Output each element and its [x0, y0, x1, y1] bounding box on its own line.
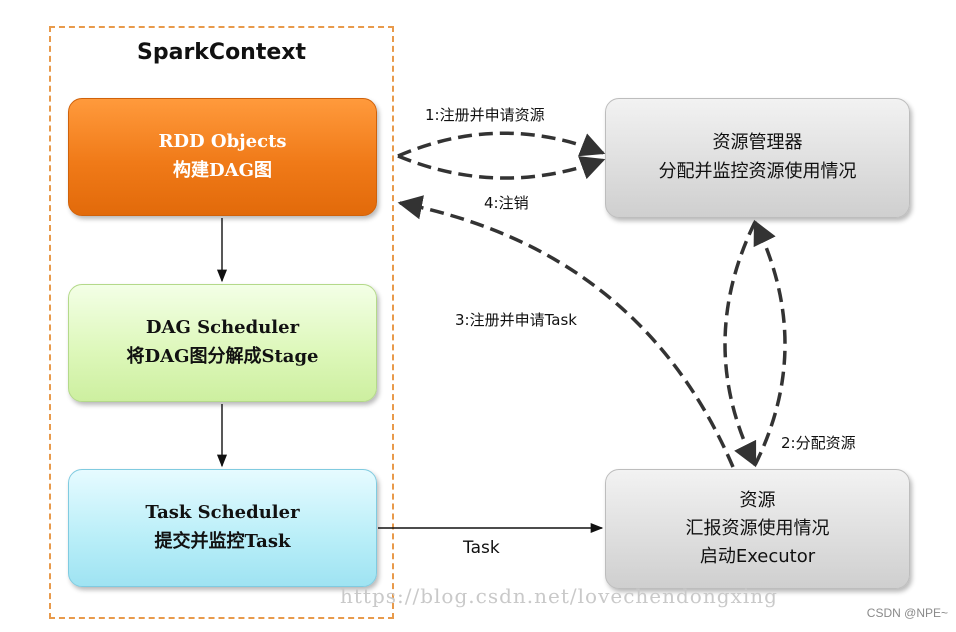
dag-scheduler-desc: 将DAG图分解成Stage [126, 346, 319, 367]
spark-context-frame [49, 26, 394, 619]
resource-box: 资源 汇报资源使用情况 启动Executor [605, 469, 910, 589]
task-scheduler-title: Task Scheduler [145, 502, 300, 524]
register-resource-label: 1:注册并申请资源 [425, 106, 545, 124]
rdd-objects-desc: 构建DAG图 [173, 160, 272, 181]
resource-title: 资源 [739, 490, 776, 512]
allocate-up-arrow [753, 219, 787, 466]
resource-report: 汇报资源使用情况 [685, 518, 830, 540]
dag-scheduler-box: DAG Scheduler 将DAG图分解成Stage [68, 284, 377, 402]
csdn-credit: CSDN @NPE~ [866, 606, 948, 620]
dag-scheduler-title: DAG Scheduler [145, 317, 300, 339]
register-task-label: 3:注册并申请Task [455, 311, 577, 329]
register-task-arrow [397, 195, 735, 468]
deregister-label: 4:注销 [484, 194, 529, 212]
spark-context-title: SparkContext [137, 40, 306, 65]
allocate-down-arrow [723, 221, 757, 468]
task-scheduler-desc: 提交并监控Task [154, 531, 291, 552]
resource-manager-box: 资源管理器 分配并监控资源使用情况 [605, 98, 910, 218]
task-scheduler-box: Task Scheduler 提交并监控Task [68, 469, 377, 587]
allocate-resource-label: 2:分配资源 [781, 434, 856, 452]
rdd-objects-title: RDD Objects [158, 131, 287, 153]
rdd-objects-box: RDD Objects 构建DAG图 [68, 98, 377, 216]
deregister-arrow [397, 154, 606, 180]
resource-manager-title: 资源管理器 [712, 132, 803, 154]
resource-manager-desc: 分配并监控资源使用情况 [658, 161, 857, 182]
register-resource-arrow [397, 131, 606, 158]
watermark: https://blog.csdn.net/lovechendongxing [340, 584, 778, 608]
task-edge-label: Task [463, 538, 500, 558]
resource-executor: 启动Executor [699, 545, 816, 567]
